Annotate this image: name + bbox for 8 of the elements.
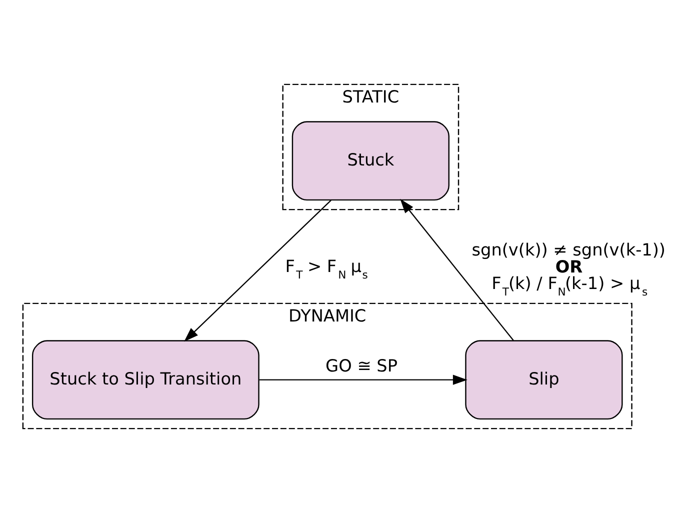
edge-label: F$_{T}$ > F$_{N}$ μ$_{s}$ (285, 256, 368, 282)
edge-label: sgn(v(k)) ≠ sgn(v(k-1)) OR F$_{T}$(k) / F$_{N}$(k-1) > μ$_{s}$ (472, 240, 666, 299)
arrow (259, 374, 468, 385)
arrow (400, 198, 514, 341)
node-box: Stuck (292, 121, 450, 201)
node-box: Stuck to Slip Transition (32, 340, 260, 420)
edge-label: GO ≅ SP (326, 356, 398, 376)
node-box: Slip (465, 340, 623, 420)
